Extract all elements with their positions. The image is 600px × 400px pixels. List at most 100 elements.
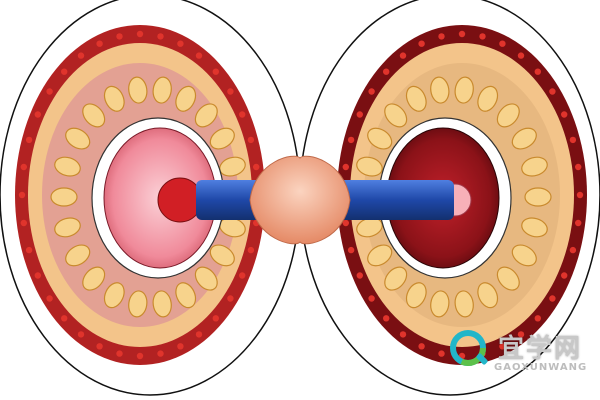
center-capsule — [249, 155, 351, 245]
tissue-dot — [347, 246, 355, 254]
watermark: 宜学网 GAOXUNWANG — [448, 326, 598, 378]
tissue-dot — [116, 33, 123, 40]
villus — [367, 244, 393, 267]
villus — [367, 127, 393, 150]
villus — [209, 127, 235, 150]
tissue-dot — [20, 163, 27, 171]
tissue-dot — [136, 30, 144, 38]
villus — [454, 290, 474, 318]
villus — [54, 156, 81, 177]
tissue-dot — [534, 315, 541, 322]
right-villi-ring — [352, 76, 552, 318]
tissue-dot — [356, 111, 363, 118]
tissue-dot — [195, 52, 203, 59]
villus — [65, 244, 91, 267]
tissue-dot — [136, 352, 144, 360]
left-villi-ring — [50, 76, 250, 318]
tissue-dot — [368, 88, 375, 95]
villus — [103, 85, 125, 112]
villus — [128, 76, 148, 104]
tissue-dot — [342, 219, 349, 227]
villus — [430, 290, 450, 318]
villus — [82, 103, 106, 128]
tissue-dot — [34, 272, 41, 279]
villus — [65, 127, 91, 150]
tissue-dot — [239, 272, 246, 279]
villus — [477, 282, 499, 309]
left-red-polyp — [157, 177, 203, 223]
villus — [496, 103, 520, 128]
tissue-dot — [239, 111, 246, 118]
tissue-dot — [25, 246, 33, 254]
tissue-dot — [342, 163, 349, 171]
tissue-dot — [383, 315, 390, 322]
tissue-dot — [438, 33, 445, 40]
villus — [384, 266, 408, 291]
villus — [194, 266, 218, 291]
tissue-dot — [46, 88, 53, 95]
villus — [511, 127, 537, 150]
villus — [152, 290, 172, 318]
magnifier-q-icon — [450, 330, 488, 366]
villus — [496, 266, 520, 291]
tissue-dot — [177, 343, 184, 350]
tissue-dot — [418, 343, 425, 350]
tissue-dot — [227, 295, 234, 302]
tissue-dot — [368, 295, 375, 302]
tissue-dot — [418, 40, 425, 47]
villus — [54, 217, 81, 238]
tissue-dot — [212, 68, 219, 75]
watermark-brand-cn: 宜学网 — [498, 334, 583, 364]
tissue-dot — [227, 88, 234, 95]
tissue-dot — [575, 219, 582, 227]
tissue-dot — [561, 272, 568, 279]
tissue-dot — [479, 33, 486, 40]
tissue-dot — [569, 136, 577, 144]
villus — [152, 76, 172, 104]
connector-device — [196, 155, 454, 245]
tissue-dot — [20, 219, 27, 227]
villus — [175, 282, 197, 309]
tissue-dot — [77, 52, 85, 59]
villus — [356, 156, 383, 177]
watermark-brand-en: GAOXUNWANG — [494, 362, 588, 373]
tissue-dot — [25, 136, 33, 144]
tissue-dot — [534, 68, 541, 75]
tissue-dot — [34, 111, 41, 118]
tissue-dot — [77, 331, 85, 338]
villus — [454, 76, 474, 104]
tissue-dot — [569, 246, 577, 254]
tissue-dot — [438, 350, 445, 357]
left-blue-tube — [196, 180, 262, 220]
tissue-dot — [96, 40, 103, 47]
tissue-dot — [561, 111, 568, 118]
tissue-dot — [60, 315, 68, 322]
tissue-dot — [499, 40, 506, 47]
tissue-dot — [60, 68, 68, 75]
villus — [477, 85, 499, 112]
villus — [103, 282, 125, 309]
tissue-dot — [549, 88, 556, 95]
tissue-dot — [517, 331, 525, 338]
villus — [521, 156, 548, 177]
villus — [511, 244, 537, 267]
tissue-dot — [96, 343, 103, 350]
tissue-dot — [576, 191, 584, 199]
villus — [194, 103, 218, 128]
tissue-dot — [347, 136, 355, 144]
villus — [405, 85, 427, 112]
villus — [209, 244, 235, 267]
villus — [175, 85, 197, 112]
villus — [430, 76, 450, 104]
right-blue-tube — [338, 180, 454, 220]
tissue-dot — [195, 331, 203, 338]
tissue-dot — [212, 315, 219, 322]
tissue-dot — [356, 272, 363, 279]
tissue-dot — [247, 136, 255, 144]
tissue-dot — [18, 191, 26, 199]
villus — [405, 282, 427, 309]
tissue-dot — [247, 246, 255, 254]
left-intestine-section — [0, 0, 301, 396]
tissue-dot — [499, 343, 506, 350]
